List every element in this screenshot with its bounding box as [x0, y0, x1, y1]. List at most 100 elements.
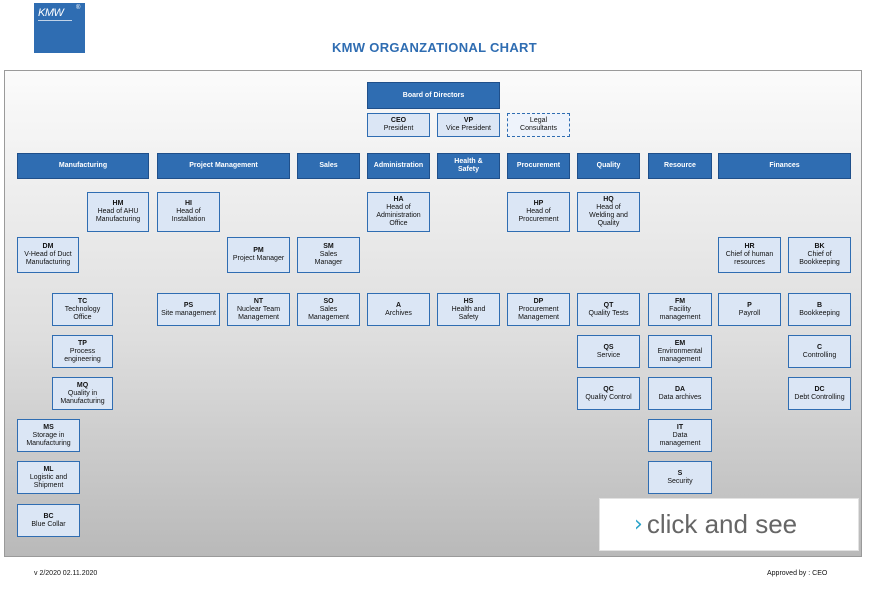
node-label: Controlling	[802, 351, 837, 359]
node-qs: QS Service	[577, 335, 640, 368]
node-tp: TP Process engineering	[52, 335, 113, 368]
node-code: VP	[463, 117, 474, 124]
node-code: A	[395, 301, 402, 309]
node-label: Quality in Manufacturing	[60, 389, 105, 405]
node-label: Sales Manager	[314, 251, 343, 266]
node-bk: BK Chief of Bookkeeping	[788, 237, 851, 273]
node-code: HM	[112, 200, 124, 207]
node-dc: DC Debt Controlling	[788, 377, 851, 410]
node-label: Vice President	[445, 125, 491, 132]
node-hs: HS Health and Safety	[437, 293, 500, 326]
node-mq: MQ Quality in Manufacturing	[52, 377, 113, 410]
dept-project-management: Project Management	[157, 153, 290, 179]
node-code: CEO	[390, 117, 407, 124]
node-ha: HA Head of Administration Office	[367, 192, 430, 232]
node-code: QS	[603, 343, 614, 351]
kmw-logo: KMW ®	[34, 3, 85, 53]
node-code: DC	[814, 385, 825, 393]
node-ps: PS Site management	[157, 293, 220, 326]
node-dm: DM V-Head of Duct Manufacturing	[17, 237, 79, 273]
node-code: BK	[814, 243, 825, 250]
node-hi: HI Head of Installation	[157, 192, 220, 232]
node-b: B Bookkeeping	[788, 293, 851, 326]
node-label: Technology Office	[64, 305, 101, 321]
node-code: QT	[603, 301, 614, 309]
node-label: Logistic and Shipment	[29, 473, 68, 489]
node-hq: HQ Head of Welding and Quality	[577, 192, 640, 232]
node-code: TP	[78, 339, 87, 347]
node-code: DA	[674, 385, 686, 393]
node-code: C	[816, 343, 823, 351]
node-code: HA	[393, 196, 404, 203]
node-label: V-Head of Duct Manufacturing	[24, 251, 72, 266]
dept-health-safety: Health & Safety	[437, 153, 500, 179]
node-label: Security	[667, 477, 693, 485]
node-code: MQ	[76, 381, 89, 389]
node-label: President	[383, 125, 414, 132]
node-code: FM	[674, 297, 686, 305]
node-label: Process engineering	[64, 347, 101, 363]
node-code: EM	[674, 339, 686, 347]
click-and-see-label: click and see	[646, 509, 798, 539]
node-legal-consultants: Legal Consultants	[507, 113, 570, 137]
dept-manufacturing: Manufacturing	[17, 153, 149, 179]
node-hp: HP Head of Procurement	[507, 192, 570, 232]
logo-text: KMW	[38, 7, 64, 19]
node-em: EM Environmental management	[648, 335, 712, 368]
node-label: Health and Safety	[451, 305, 486, 321]
node-ceo: CEO President	[367, 113, 430, 137]
node-ms: MS Storage in Manufacturing	[17, 419, 80, 452]
node-code: HS	[463, 297, 474, 305]
node-s: S Security	[648, 461, 712, 494]
node-label: Bookkeeping	[799, 309, 840, 317]
node-ml: ML Logistic and Shipment	[17, 461, 80, 494]
node-code: HI	[185, 200, 192, 207]
node-label: Quality Control	[585, 393, 632, 401]
node-da: DA Data archives	[648, 377, 712, 410]
node-label: Payroll	[738, 309, 761, 317]
node-hm: HM Head of AHU Manufacturing	[87, 192, 149, 232]
node-label: Archives	[385, 309, 412, 317]
node-label: Data management	[659, 431, 701, 447]
node-tc: TC Technology Office	[52, 293, 113, 326]
node-code: PM	[253, 247, 264, 254]
node-pm: PM Project Manager	[227, 237, 290, 273]
dept-administration: Administration	[367, 153, 430, 179]
click-and-see-button[interactable]: › click and see	[599, 498, 859, 551]
node-it: IT Data management	[648, 419, 712, 452]
node-dp: DP Procurement Management	[507, 293, 570, 326]
node-code: ML	[43, 465, 54, 473]
node-fm: FM Facility management	[648, 293, 712, 326]
chevron-right-icon: ›	[634, 512, 643, 537]
board-of-directors: Board of Directors	[367, 82, 500, 109]
node-so: SO Sales Management	[297, 293, 360, 326]
node-label: Legal Consultants	[520, 117, 557, 132]
dept-procurement: Procurement	[507, 153, 570, 179]
node-code: P	[747, 301, 752, 309]
node-label: Sales Management	[308, 305, 349, 321]
node-code: SO	[323, 297, 334, 305]
org-chart-canvas: Board of Directors CEO President VP Vice…	[4, 70, 862, 557]
node-code: NT	[253, 297, 264, 305]
node-qc: QC Quality Control	[577, 377, 640, 410]
node-label: Chief of Bookkeeping	[799, 251, 840, 266]
node-hr: HR Chief of human resources	[718, 237, 781, 273]
node-code: PS	[183, 301, 194, 309]
node-c: C Controlling	[788, 335, 851, 368]
node-label: Chief of human resources	[725, 251, 774, 266]
page-title: KMW ORGANZATIONAL CHART	[331, 40, 537, 55]
node-code: QC	[603, 385, 614, 393]
dept-quality: Quality	[577, 153, 640, 179]
node-label: Environmental management	[657, 347, 703, 363]
node-nt: NT Nuclear Team Management	[227, 293, 290, 326]
dept-finances: Finances	[718, 153, 851, 179]
node-label: Blue Collar	[31, 520, 66, 528]
node-label: Head of AHU Manufacturing	[95, 208, 141, 223]
node-code: HP	[533, 200, 544, 207]
approved-by-text: Approved by : CEO	[767, 570, 828, 577]
logo-line	[38, 20, 72, 21]
node-code: DM	[42, 243, 54, 250]
node-code: HQ	[603, 196, 614, 203]
node-a: A Archives	[367, 293, 430, 326]
node-vp: VP Vice President	[437, 113, 500, 137]
